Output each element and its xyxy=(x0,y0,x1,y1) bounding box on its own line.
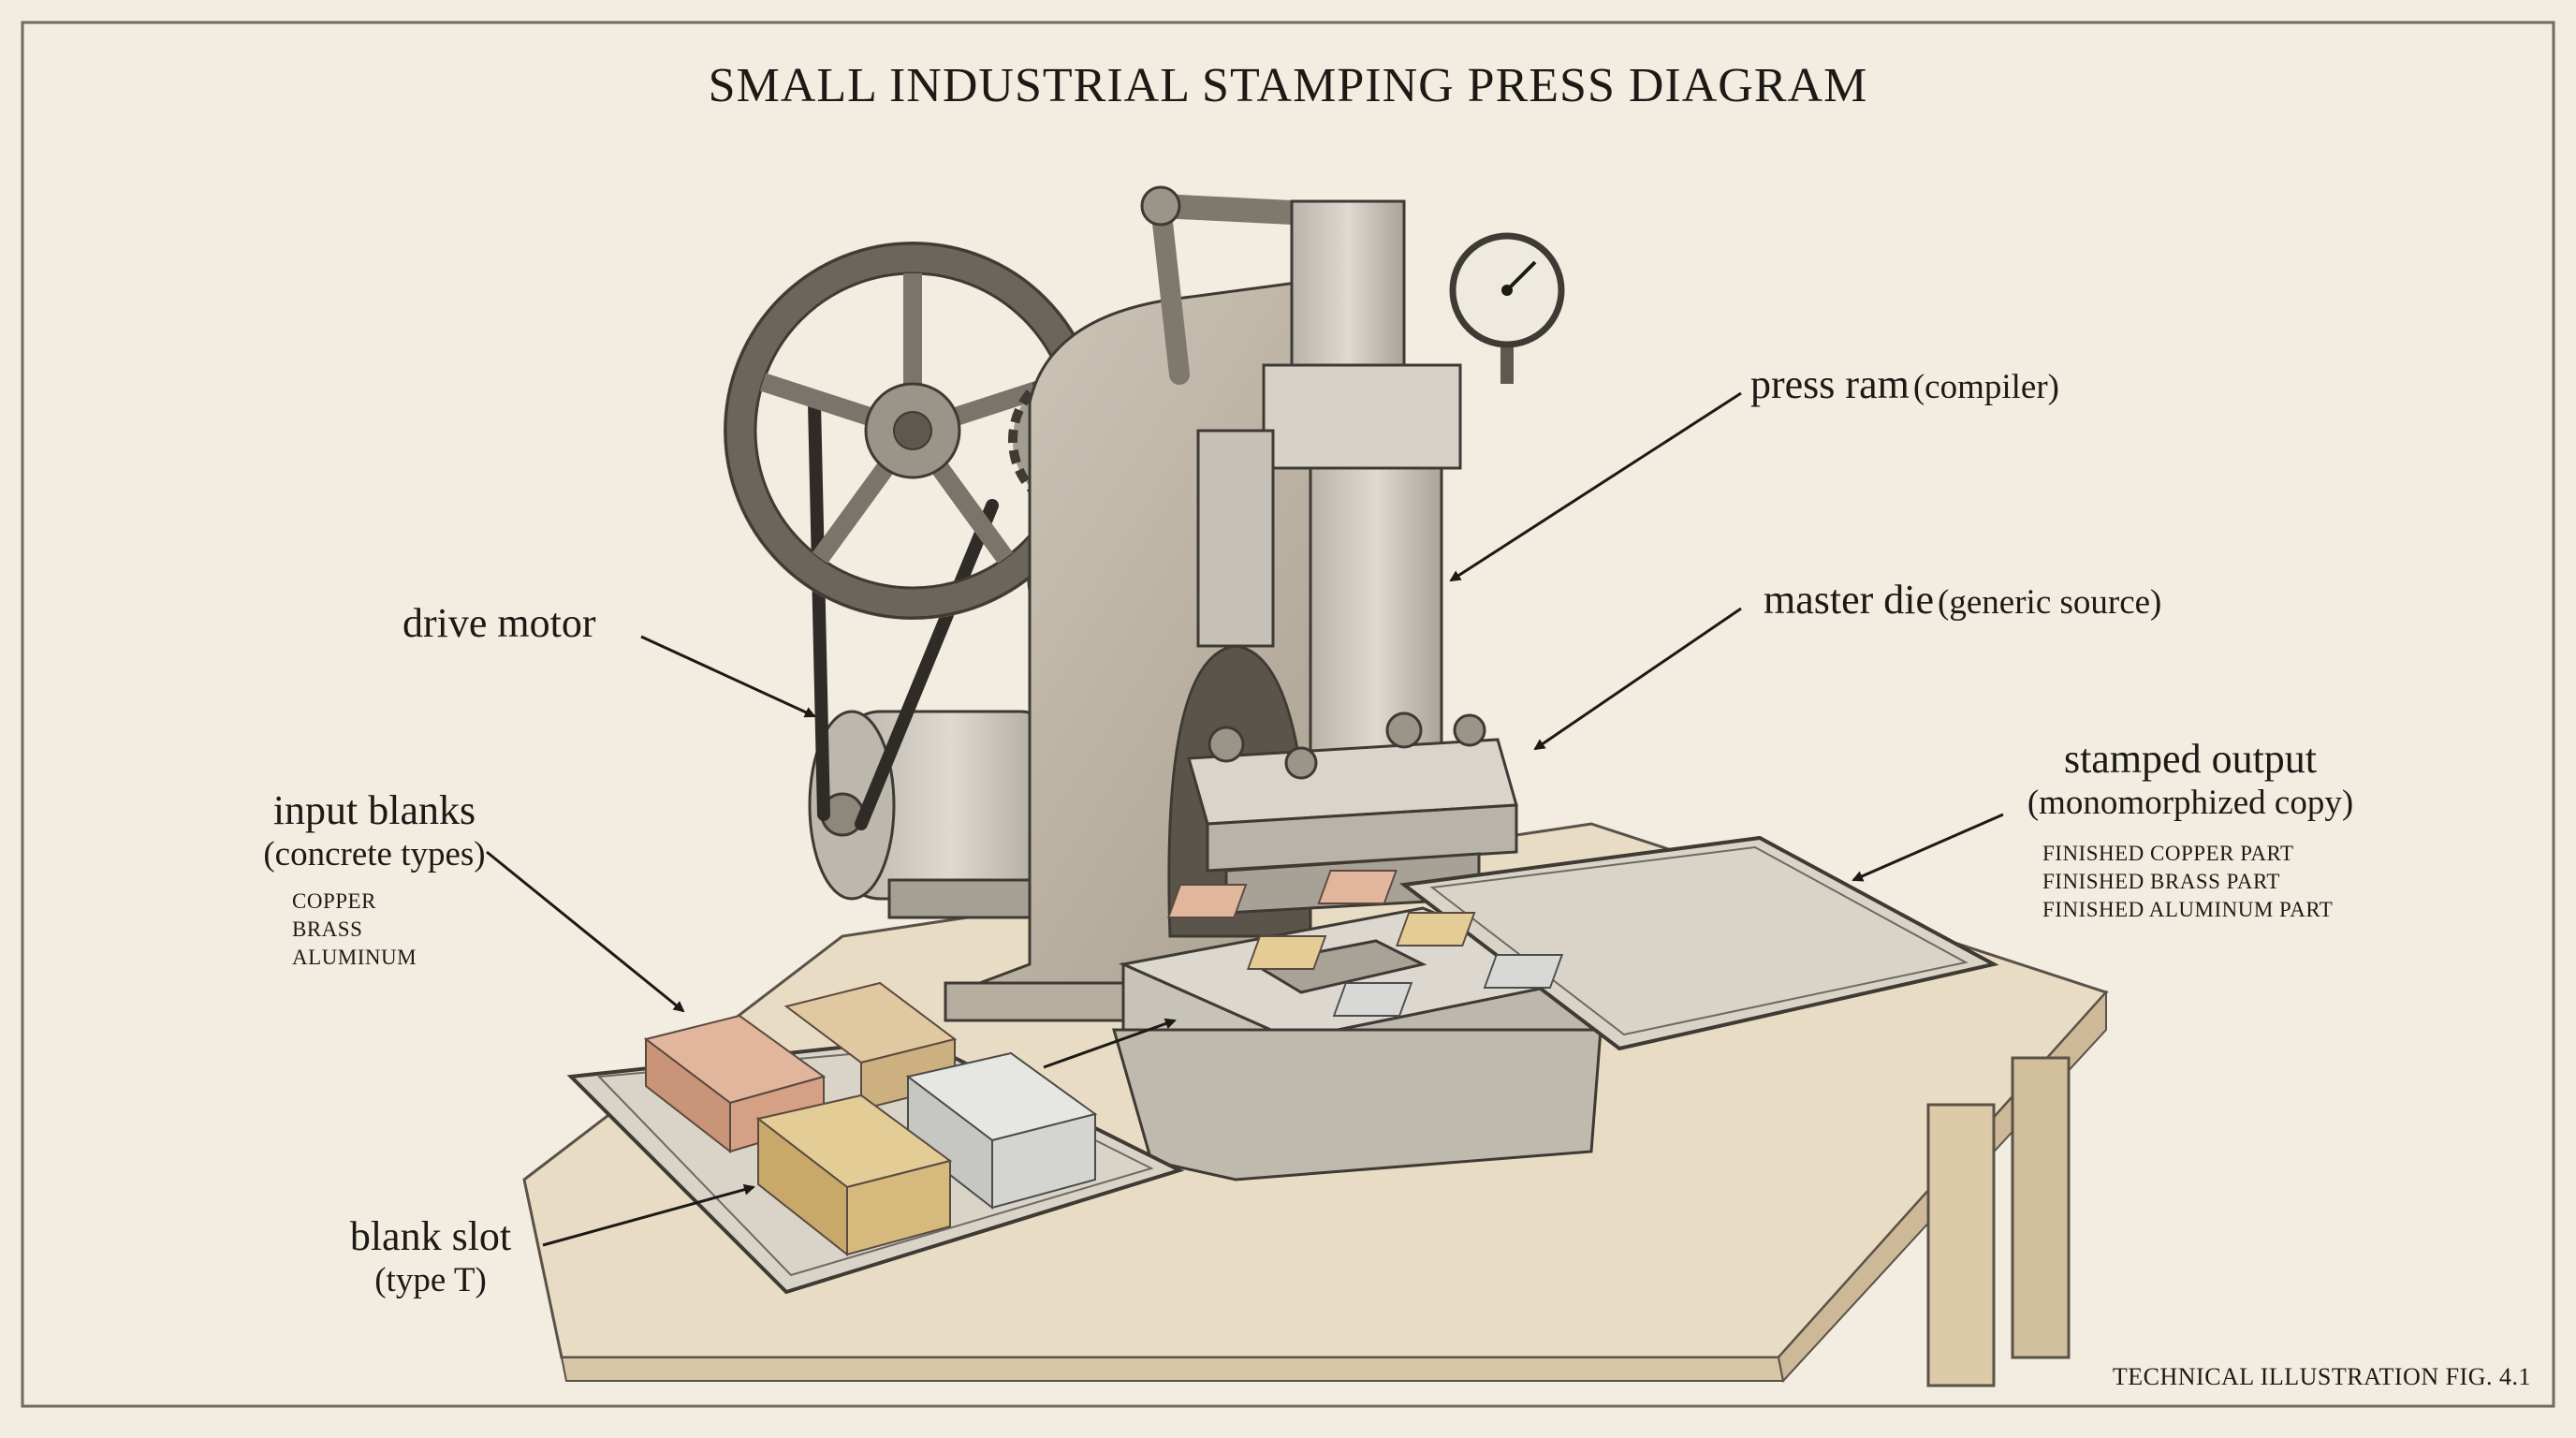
label-blank-slot: blank slot (type T) xyxy=(281,1212,580,1300)
arrow-stamped-output xyxy=(1852,813,2004,882)
press-bed xyxy=(1112,906,1603,1181)
press-ram-label: press ram xyxy=(1750,361,1910,407)
output-item: FINISHED BRASS PART xyxy=(2042,870,2280,893)
press-ram-sub: (compiler) xyxy=(1912,368,2059,406)
pressure-gauge-shape xyxy=(1449,232,1565,384)
stamped-output-list: FINISHED COPPER PART FINISHED BRASS PART… xyxy=(2042,840,2333,924)
drive-belt xyxy=(808,396,999,830)
arrow-to-slot xyxy=(1043,1018,1177,1069)
leader-arrows xyxy=(486,391,2004,1247)
master-die-label: master die xyxy=(1764,577,1935,623)
input-blanks-label: input blanks xyxy=(272,787,476,833)
label-master-die: master die (generic source) xyxy=(1764,576,2161,624)
figure-caption: TECHNICAL ILLUSTRATION FIG. 4.1 xyxy=(2112,1363,2531,1390)
output-tray xyxy=(1166,835,1999,1051)
arrow-drive-motor xyxy=(640,635,816,718)
stamped-output-label: stamped output xyxy=(2063,736,2318,782)
arrow-blank-slot xyxy=(542,1183,755,1247)
arrow-press-ram xyxy=(1449,391,1742,582)
drive-motor-shape xyxy=(808,710,1060,919)
input-blank-item: BRASS xyxy=(292,917,363,941)
aluminum-blank-stack xyxy=(905,1051,1098,1211)
label-press-ram: press ram (compiler) xyxy=(1750,360,2059,408)
input-blanks-list: COPPER BRASS ALUMINUM xyxy=(292,888,417,972)
copper-blank-stack xyxy=(643,1014,827,1154)
drive-motor-label: drive motor xyxy=(402,600,596,646)
input-blank-tray xyxy=(566,981,1185,1295)
output-item: FINISHED ALUMINUM PART xyxy=(2042,898,2334,921)
label-input-blanks: input blanks (concrete types) xyxy=(178,786,571,874)
stamped-output-sub: (monomorphized copy) xyxy=(2027,784,2354,822)
label-stamped-output: stamped output (monomorphized copy) xyxy=(1984,735,2396,823)
page-border xyxy=(21,21,2555,1408)
arrow-input-blanks xyxy=(486,850,685,1013)
page-title: SMALL INDUSTRIAL STAMPING PRESS DIAGRAM xyxy=(708,59,1868,112)
brass-blank-stack-front xyxy=(755,1093,953,1257)
blank-slot-sub: (type T) xyxy=(374,1261,487,1299)
blank-slot-label: blank slot xyxy=(349,1213,512,1259)
output-item: FINISHED COPPER PART xyxy=(2042,842,2294,865)
input-blanks-sub: (concrete types) xyxy=(263,835,486,873)
arrow-master-die xyxy=(1533,607,1742,751)
input-blank-item: ALUMINUM xyxy=(292,946,417,969)
master-die-sub: (generic source) xyxy=(1938,583,2162,622)
input-blank-item: COPPER xyxy=(292,889,376,913)
